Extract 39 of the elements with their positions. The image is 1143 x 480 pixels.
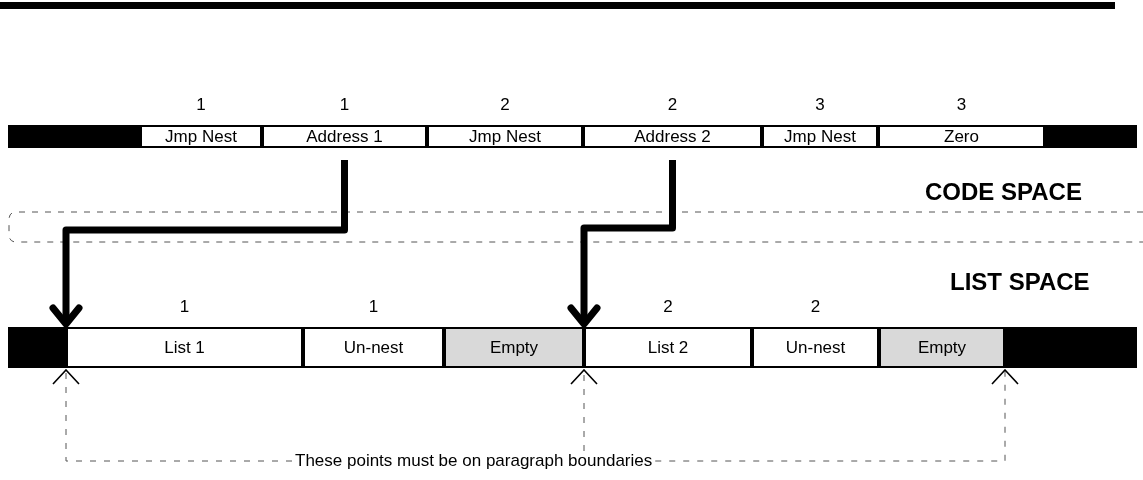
leader-line — [52, 369, 293, 462]
cell-index: 1 — [178, 297, 191, 317]
cell-label: Jmp Nest — [165, 126, 237, 147]
leader-line — [570, 369, 598, 452]
cell-label: Jmp Nest — [784, 126, 856, 147]
cell-index: 1 — [338, 95, 351, 115]
memory-cell — [878, 125, 1045, 148]
cell-label: Un-nest — [343, 337, 404, 358]
memory-cell — [66, 327, 303, 368]
memory-cell — [444, 327, 584, 368]
cell-index: 2 — [499, 95, 511, 115]
cell-label: List 2 — [647, 337, 689, 358]
memory-cell — [752, 327, 879, 368]
memory-cell — [262, 125, 427, 148]
cell-label: Empty — [917, 337, 967, 358]
memory-cell — [762, 125, 878, 148]
cell-index: 1 — [195, 95, 207, 115]
memory-cell — [879, 327, 1005, 368]
memory-cell — [584, 327, 752, 368]
cell-label: Empty — [489, 337, 539, 358]
memory-cell — [583, 125, 762, 148]
cell-label: List 1 — [164, 337, 205, 358]
memory-cell — [140, 125, 262, 148]
memory-cell — [303, 327, 444, 368]
cell-label: Zero — [944, 126, 979, 147]
cell-index: 2 — [809, 297, 822, 317]
cell-label: Address 1 — [306, 126, 383, 147]
cell-label: Address 2 — [634, 126, 711, 147]
cell-index: 2 — [666, 95, 679, 115]
leader-line — [654, 369, 1019, 462]
cell-index: 3 — [814, 95, 826, 115]
cell-label: Jmp Nest — [469, 126, 541, 147]
cell-index: 1 — [367, 297, 380, 317]
cell-index: 3 — [955, 95, 968, 115]
region-label: CODE SPACE — [925, 178, 1082, 206]
cell-label: Un-nest — [785, 337, 846, 358]
region-label: LIST SPACE — [950, 268, 1090, 296]
memory-cell — [427, 125, 583, 148]
cell-index: 2 — [662, 297, 674, 317]
